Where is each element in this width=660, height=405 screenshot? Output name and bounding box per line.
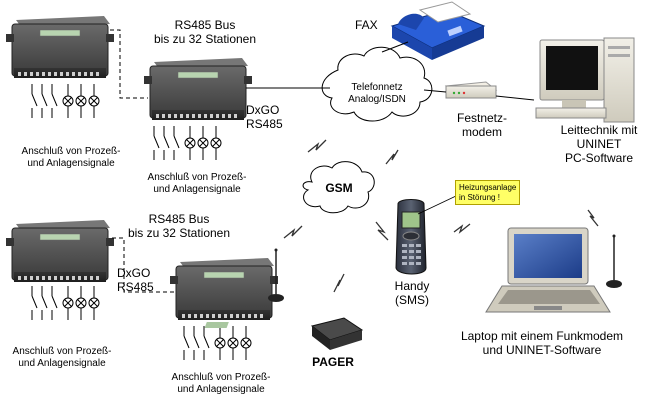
signals-top-middle (153, 125, 222, 161)
note-pointer (417, 195, 457, 215)
gsm-cloud (302, 161, 375, 214)
signals-caption-top-left-line2: und Anlagensignale (27, 157, 115, 169)
rs485-dashed-link-top (110, 29, 148, 99)
mobile-phone-label: Handy (SMS) (384, 279, 440, 308)
dxgo-top-line1: DxGO (246, 103, 280, 117)
signals-caption-bottom-middle-line1: Anschluß von Prozeß- (171, 372, 271, 383)
signals-caption-bottom-left: Anschluß von Prozeß- und Anlagensignale (2, 346, 122, 369)
dxgo-top-line2: RS485 (246, 116, 283, 131)
line-cloud-to-modem (423, 89, 447, 93)
sms-alert-note: Heizungsanlage in Störung ! (455, 180, 521, 206)
laptop-line2: und UNINET-Software (482, 342, 602, 357)
dxgo-bottom-label: DxGO RS485 (117, 266, 154, 295)
line-cloud-to-fax (381, 41, 409, 53)
rs485-bottom-line1: RS485 Bus (148, 212, 210, 226)
signals-caption-top-middle-line2: und Anlagensignale (153, 183, 241, 195)
laptop-label: Laptop mit einem Funkmodem und UNINET-So… (454, 329, 630, 358)
rs485-bottom-line2: bis zu 32 Stationen (127, 225, 231, 240)
leittechnik-line1: Leittechnik mit (560, 123, 638, 137)
controller-top-middle (143, 57, 253, 121)
mobile-phone-icon (395, 199, 427, 275)
rs485-dashed-link-bottom (112, 237, 174, 293)
mobile-phone-line1: Handy (394, 279, 430, 293)
signals-bottom-middle (183, 325, 252, 361)
line-modem-to-pc (495, 95, 535, 101)
laptop-line1: Laptop mit einem Funkmodem (460, 329, 624, 343)
telephone-network-line1: Telefonnetz (351, 82, 403, 93)
signals-caption-bottom-middle-line2: und Anlagensignale (177, 383, 265, 395)
pc-workstation-icon (535, 37, 635, 123)
antenna-laptop-icon (605, 233, 623, 289)
pager-label: PAGER (312, 355, 354, 369)
rs485-top-label: RS485 Bus bis zu 32 Stationen (146, 18, 264, 47)
signals-caption-bottom-left-line2: und Anlagensignale (18, 357, 106, 369)
rs485-bottom-label: RS485 Bus bis zu 32 Stationen (116, 212, 242, 241)
festnetz-modem-label: Festnetz- modem (447, 111, 517, 140)
sms-alert-line1: Heizungsanlage (459, 183, 517, 192)
fax-icon (390, 1, 486, 60)
signals-caption-bottom-left-line1: Anschluß von Prozeß- (12, 346, 112, 357)
pager-icon (204, 317, 364, 350)
festnetz-line2: modem (461, 124, 502, 139)
rs485-top-line2: bis zu 32 Stationen (153, 31, 257, 46)
controller-bottom-middle (169, 257, 279, 321)
dxgo-bottom-line2: RS485 (117, 279, 154, 294)
controller-top-left (5, 15, 115, 79)
signals-caption-top-left-line1: Anschluß von Prozeß- (21, 146, 121, 157)
signals-caption-top-middle: Anschluß von Prozeß- und Anlagensignale (132, 172, 262, 195)
signals-caption-top-middle-line1: Anschluß von Prozeß- (147, 172, 247, 183)
leittechnik-line2: UNINET (576, 136, 622, 151)
laptop-icon (485, 227, 611, 313)
leittechnik-line3: PC-Software (564, 150, 634, 165)
gsm-label: GSM (325, 181, 353, 195)
dxgo-bottom-line1: DxGO (117, 266, 151, 280)
signals-bottom-left (31, 285, 100, 321)
mobile-phone-line2: (SMS) (395, 292, 429, 307)
signals-caption-bottom-middle: Anschluß von Prozeß- und Anlagensignale (158, 372, 284, 395)
sms-alert-line2: in Störung ! (459, 192, 500, 202)
telephone-network-label: Telefonnetz Analog/ISDN (336, 82, 418, 105)
modem-icon (444, 81, 498, 99)
leittechnik-label: Leittechnik mit UNINET PC-Software (540, 123, 658, 165)
festnetz-line1: Festnetz- (456, 111, 507, 125)
telephone-network-cloud (321, 46, 433, 122)
controller-bottom-left (5, 219, 115, 283)
rs485-top-line1: RS485 Bus (174, 18, 236, 32)
telephone-network-line2: Analog/ISDN (348, 93, 406, 105)
fax-label: FAX (355, 18, 378, 32)
signals-caption-top-left: Anschluß von Prozeß- und Anlagensignale (8, 146, 134, 169)
dxgo-top-label: DxGO RS485 (246, 103, 283, 132)
wireless-signal-icon (283, 139, 599, 293)
signals-top-left (31, 83, 100, 119)
